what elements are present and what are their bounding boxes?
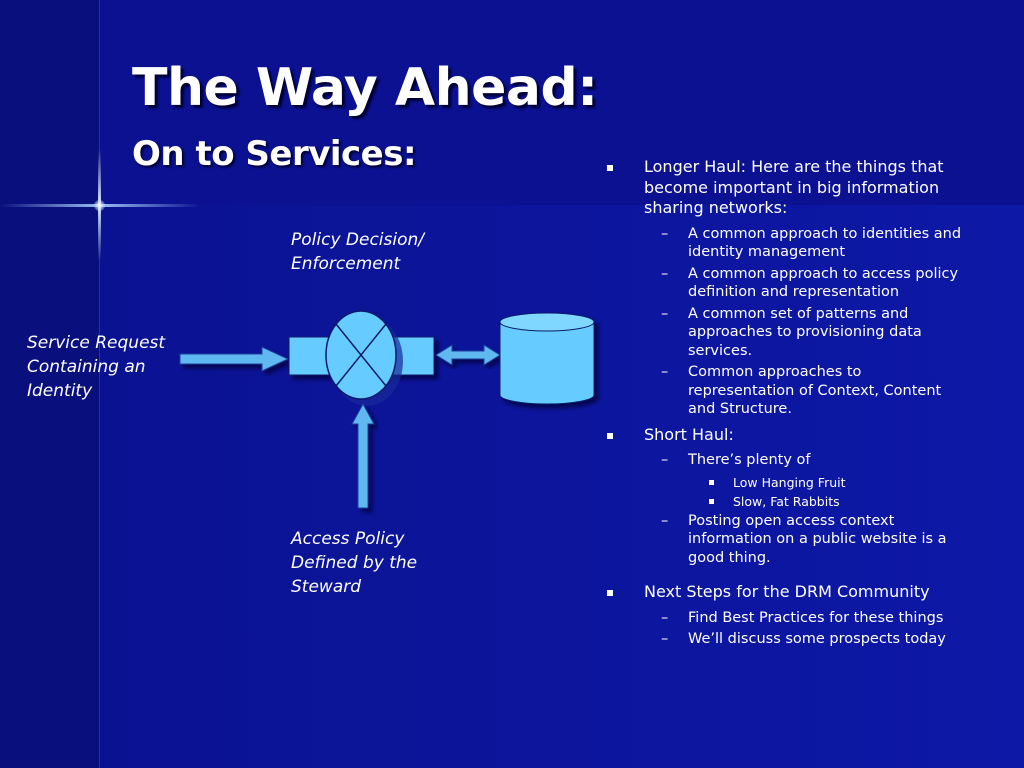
list-item: –A common approach to identities and ide…	[661, 225, 962, 261]
bullet-longer-haul: Longer Haul: Here are the things that be…	[606, 157, 966, 219]
decision-valve-icon	[325, 310, 403, 406]
database-icon	[499, 312, 595, 405]
list-item: –We’ll discuss some prospects today	[661, 631, 946, 647]
service-request-label: Service Request Containing an Identity	[27, 333, 166, 401]
bullet-short-haul: Short Haul:	[606, 425, 966, 446]
square-bullet-icon	[607, 432, 613, 439]
request-arrow	[179, 346, 290, 372]
background-divider	[99, 0, 100, 768]
background-main-panel	[100, 205, 1024, 768]
list-item: –A common approach to access policy defi…	[661, 265, 959, 301]
list-item: –Common approaches to representation of …	[661, 364, 942, 417]
double-arrow	[435, 344, 501, 366]
slide-subtitle: On to Services:	[132, 134, 417, 174]
list-item: –Find Best Practices for these things	[661, 609, 944, 626]
square-bullet-icon	[607, 590, 613, 596]
square-bullet-icon	[709, 499, 714, 504]
square-bullet-icon	[607, 165, 613, 171]
policy-arrow	[351, 402, 375, 509]
list-item: Low Hanging Fruit	[606, 473, 966, 493]
sparkle-star-icon	[94, 200, 105, 211]
list-item: Slow, Fat Rabbits	[606, 492, 966, 512]
list-item: –Posting open access context information…	[661, 512, 947, 566]
slide-title: The Way Ahead:	[132, 58, 598, 118]
list-item: –There’s plenty of	[661, 452, 811, 468]
access-policy-label: Access Policy Defined by the Steward	[291, 529, 418, 597]
policy-decision-label: Policy Decision/ Enforcement	[291, 230, 425, 274]
bullet-list: Longer Haul: Here are the things that be…	[606, 157, 966, 652]
square-bullet-icon	[709, 479, 714, 485]
bullet-next-steps: Next Steps for the DRM Community	[606, 582, 966, 603]
background-left-band	[0, 0, 100, 768]
list-item: –A common set of patterns and approaches…	[661, 305, 922, 359]
